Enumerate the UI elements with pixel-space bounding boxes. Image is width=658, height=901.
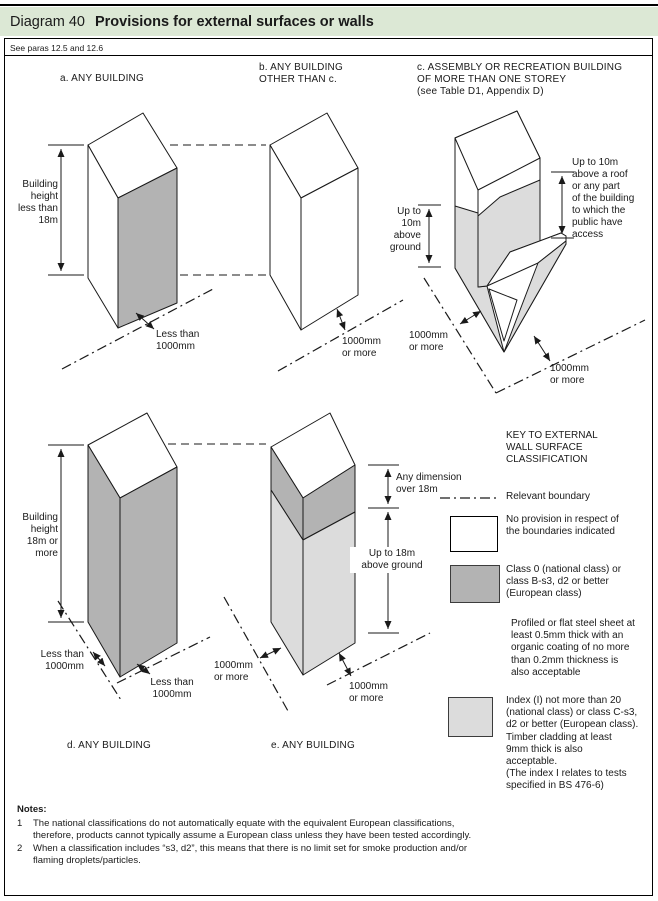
key-label-no-provision: No provision in respect of the boundarie… [506, 514, 619, 538]
key-label-steel-sheet: Profiled or flat steel sheet at least 0.… [511, 618, 635, 678]
note-item-2: 2 When a classification includes “s3, d2… [17, 843, 617, 867]
reference-text: See paras 12.5 and 12.6 [10, 43, 104, 53]
distance-label-e-right: 1000mm or more [349, 681, 388, 704]
building-c [418, 110, 646, 394]
caption-b: b. ANY BUILDING OTHER THAN c. [259, 62, 343, 85]
note-number-2: 2 [17, 843, 23, 854]
key-title: KEY TO EXTERNAL WALL SURFACE CLASSIFICAT… [506, 430, 598, 466]
key-swatch-no-provision [450, 516, 498, 552]
distance-label-c-right: 1000mm or more [550, 363, 589, 386]
diagram-number: Diagram 40 [10, 13, 85, 30]
building-e [223, 412, 431, 712]
distance-label-d-left: Less than 1000mm [40, 649, 84, 672]
notes-section: Notes: 1 The national classifications do… [17, 804, 617, 867]
distance-label-e-left: 1000mm or more [214, 660, 253, 683]
note-number-1: 1 [17, 818, 23, 829]
height-label-a: Building height less than 18m [17, 179, 58, 226]
caption-e: e. ANY BUILDING [271, 740, 355, 751]
distance-label-a: Less than 1000mm [156, 329, 200, 352]
caption-c: c. ASSEMBLY OR RECREATION BUILDING OF MO… [417, 62, 623, 97]
notes-title: Notes: [17, 804, 47, 815]
diagram-title-bar: Diagram 40 Provisions for external surfa… [0, 7, 658, 36]
note-item-1: 1 The national classifications do not au… [17, 818, 617, 842]
top-rule [0, 4, 658, 6]
caption-a: a. ANY BUILDING [60, 73, 144, 84]
key-swatch-index [448, 697, 493, 737]
building-b [269, 112, 404, 372]
distance-label-b: 1000mm or more [342, 336, 381, 359]
building-a [48, 112, 266, 370]
distance-label-c-left: 1000mm or more [409, 330, 448, 353]
left-height-label-c: Up to 10m above ground [389, 206, 421, 253]
key-swatch-class0 [450, 565, 500, 603]
distance-label-d-right: Less than 1000mm [150, 677, 194, 700]
reference-strip [4, 38, 653, 56]
building-d [48, 412, 266, 701]
note-text-1: The national classifications do not auto… [33, 818, 472, 841]
key-label-index: Index (I) not more than 20 (national cla… [506, 695, 639, 792]
note-text-2: When a classification includes “s3, d2”,… [33, 843, 468, 866]
height-label-d: Building height 18m or more [22, 512, 58, 559]
top-band-label-e: Any dimension over 18m [396, 472, 462, 495]
diagram-frame [4, 38, 653, 896]
diagram-title: Provisions for external surfaces or wall… [94, 13, 374, 30]
right-height-label-c: Up to 10m above a roof or any part of th… [572, 157, 635, 240]
mid-label-e: Up to 18m above ground [350, 547, 434, 573]
key-boundary-label: Relevant boundary [506, 491, 590, 502]
key-label-class0: Class 0 (national class) or class B-s3, … [506, 564, 622, 600]
caption-d: d. ANY BUILDING [67, 740, 151, 751]
